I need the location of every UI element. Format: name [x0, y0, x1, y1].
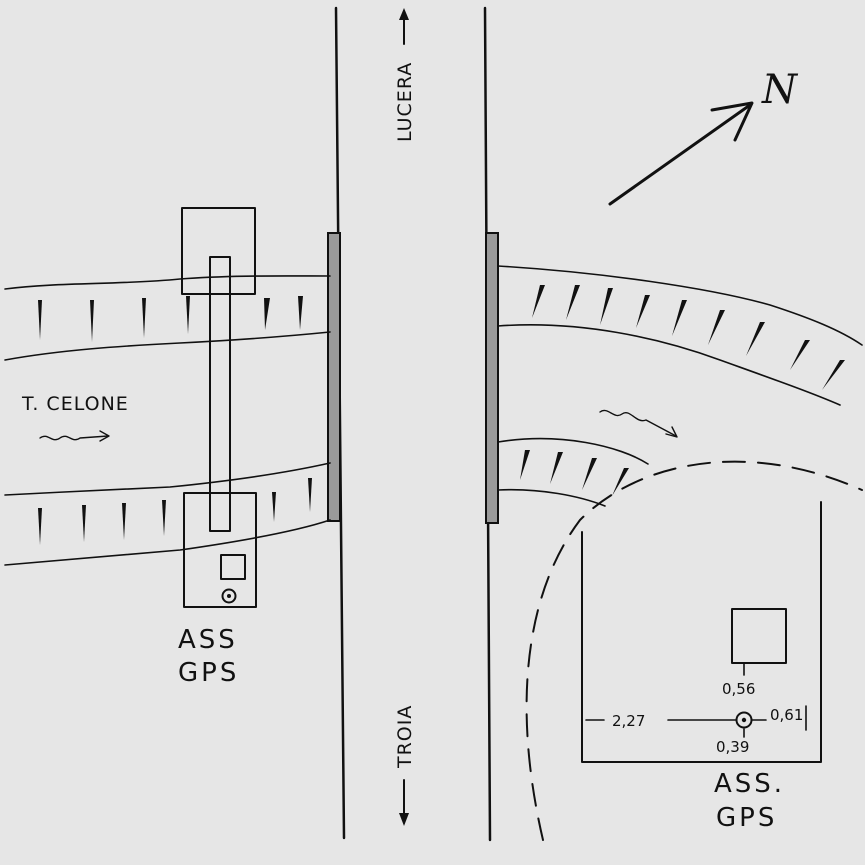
south-arrow-head — [399, 813, 409, 826]
offset-north-value: 0,56 — [722, 680, 755, 698]
survey-frame — [581, 501, 822, 763]
east-upper-bank-bottom — [497, 324, 841, 406]
gps-point-right-icon — [735, 711, 753, 729]
east-upper-bank-top — [497, 265, 863, 346]
station-right-line1: ASS. — [714, 769, 785, 799]
slope-hatching-lower-east — [520, 450, 629, 496]
north-label: N — [761, 67, 799, 113]
flow-arrow-east — [599, 409, 678, 438]
gps-point-left-icon — [221, 588, 237, 604]
footbridge-deck — [209, 256, 231, 532]
bridge-parapet-east — [485, 232, 499, 524]
troia-label: TROIA — [394, 705, 416, 769]
direction-south: TROIA — [394, 705, 416, 826]
north-arrow-line — [608, 103, 752, 206]
direction-north: LUCERA — [394, 8, 416, 142]
upper-bank-top — [4, 275, 331, 290]
station-left-line2: GPS — [178, 658, 239, 688]
offset-west-value: 2,27 — [612, 712, 645, 730]
east-lower-bank-top — [497, 437, 649, 465]
upper-bank-bottom — [4, 331, 331, 361]
lower-bank-bottom — [4, 519, 331, 566]
benchmark-box-left — [220, 554, 246, 580]
offset-east-value: 0,61 — [770, 706, 803, 724]
slope-hatching-upper-east — [532, 285, 845, 390]
benchmark-box-right — [731, 608, 787, 664]
slope-hatching-upper-west — [38, 296, 303, 342]
river-banks-east — [497, 265, 863, 507]
bridge-pier-south — [183, 492, 257, 608]
flow-arrow-west — [39, 430, 110, 442]
station-left: ASS GPS — [178, 207, 257, 688]
offset-south-value: 0,39 — [716, 738, 749, 756]
lower-bank-top — [4, 462, 331, 496]
slope-hatching-lower-west — [38, 478, 312, 545]
river-banks-west — [4, 275, 331, 566]
station-right-line2: GPS — [716, 803, 777, 833]
gps-point-right-dot — [741, 717, 747, 723]
station-right: 0,56 2,27 0,61 0,39 ASS. GPS — [525, 460, 863, 841]
north-arrow-head — [399, 8, 409, 20]
north-arrow-tip — [710, 101, 754, 142]
bridge-parapet-west — [327, 232, 341, 522]
dashed-boundary-curve — [525, 460, 863, 841]
station-left-line1: ASS — [178, 625, 238, 655]
gps-point-left-dot — [227, 594, 231, 598]
bridge-pier-north — [181, 207, 256, 295]
north-arrow: N — [608, 67, 799, 206]
river-label: T. CELONE — [21, 393, 129, 415]
lucera-label: LUCERA — [394, 62, 416, 142]
east-lower-bank-bottom — [497, 488, 606, 507]
